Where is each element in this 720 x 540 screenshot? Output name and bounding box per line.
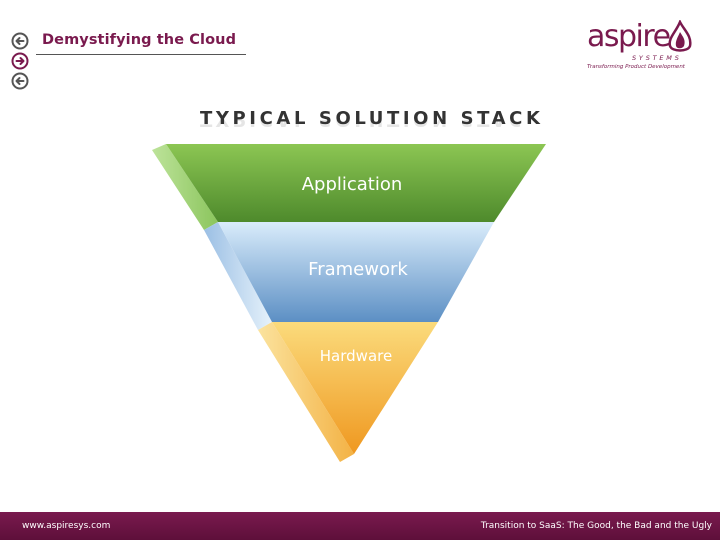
footer-bar: www.aspiresys.com Transition to SaaS: Th… <box>0 512 720 540</box>
footer-presentation-title: Transition to SaaS: The Good, the Bad an… <box>480 521 712 531</box>
application-label: Application <box>302 174 403 195</box>
footer-website[interactable]: www.aspiresys.com <box>22 521 111 531</box>
arrow-right-icon[interactable] <box>11 52 29 70</box>
company-logo: aspire SYSTEMS Transforming Product Deve… <box>584 16 702 74</box>
logo-flame-icon <box>668 20 692 52</box>
hardware-side-face <box>258 322 354 462</box>
arrow-left-icon[interactable] <box>11 32 29 50</box>
logo-tagline: Transforming Product Development <box>587 64 685 70</box>
framework-layer <box>218 222 494 322</box>
solution-stack-pyramid: Application Framework Hardware <box>152 144 546 462</box>
arrow-left-icon[interactable] <box>11 72 29 90</box>
application-layer <box>166 144 546 222</box>
logo-wordmark: aspire <box>587 19 671 54</box>
slide-title-reflection: TYPICAL SOLUTION STACK <box>200 120 520 130</box>
slide-navigation <box>11 32 29 92</box>
slide-title: TYPICAL SOLUTION STACK <box>200 108 544 129</box>
header-title: Demystifying the Cloud <box>42 32 237 48</box>
framework-side-face <box>204 222 272 330</box>
logo-subtitle: SYSTEMS <box>632 54 682 62</box>
framework-label: Framework <box>308 259 408 280</box>
application-side-face <box>152 144 218 230</box>
hardware-label: Hardware <box>320 347 392 365</box>
header-underline <box>36 54 246 55</box>
hardware-layer <box>272 322 438 454</box>
